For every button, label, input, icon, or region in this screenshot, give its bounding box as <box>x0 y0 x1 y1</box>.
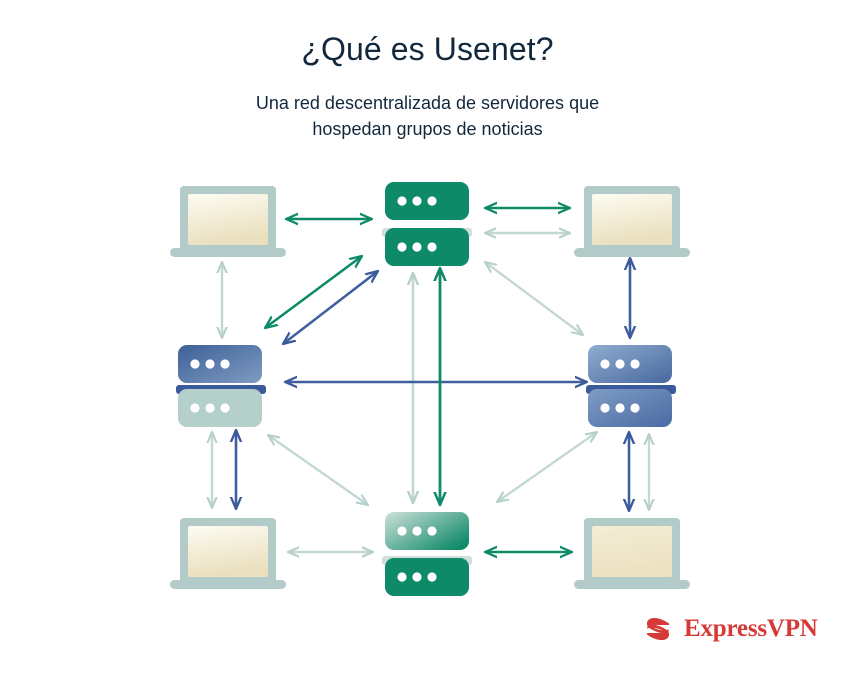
node-server-top-center[interactable] <box>382 182 472 266</box>
node-laptop-top-left[interactable] <box>170 186 286 257</box>
expressvpn-logo[interactable]: ExpressVPN <box>641 612 818 646</box>
connection-arrow-diagonal-upleft-blue <box>283 271 378 344</box>
node-server-bottom-center[interactable] <box>382 512 472 596</box>
connection-arrow-diagonal-upleft-green <box>265 256 362 328</box>
brand-name: ExpressVPN <box>684 615 818 642</box>
node-laptop-bottom-right[interactable] <box>574 518 690 589</box>
page-subtitle: Una red descentralizada de servidores qu… <box>0 68 855 142</box>
header: ¿Qué es Usenet? Una red descentralizada … <box>0 0 855 143</box>
subtitle-line-2: hospedan grupos de noticias <box>312 119 543 140</box>
connection-arrow-diagonal-downleft-pale <box>268 435 368 505</box>
node-server-middle-right[interactable] <box>586 345 676 427</box>
expressvpn-e-mark <box>646 617 670 641</box>
connection-layer <box>212 208 649 552</box>
node-laptop-bottom-left[interactable] <box>170 518 286 589</box>
node-server-middle-left[interactable] <box>176 345 266 427</box>
node-laptop-top-right[interactable] <box>574 186 690 257</box>
page-title: ¿Qué es Usenet? <box>301 31 554 67</box>
connection-arrow-diagonal-downright-pale <box>497 432 597 502</box>
connection-arrow-diagonal-upright-pale <box>485 262 583 335</box>
subtitle-line-1: Una red descentralizada de servidores qu… <box>255 93 600 114</box>
